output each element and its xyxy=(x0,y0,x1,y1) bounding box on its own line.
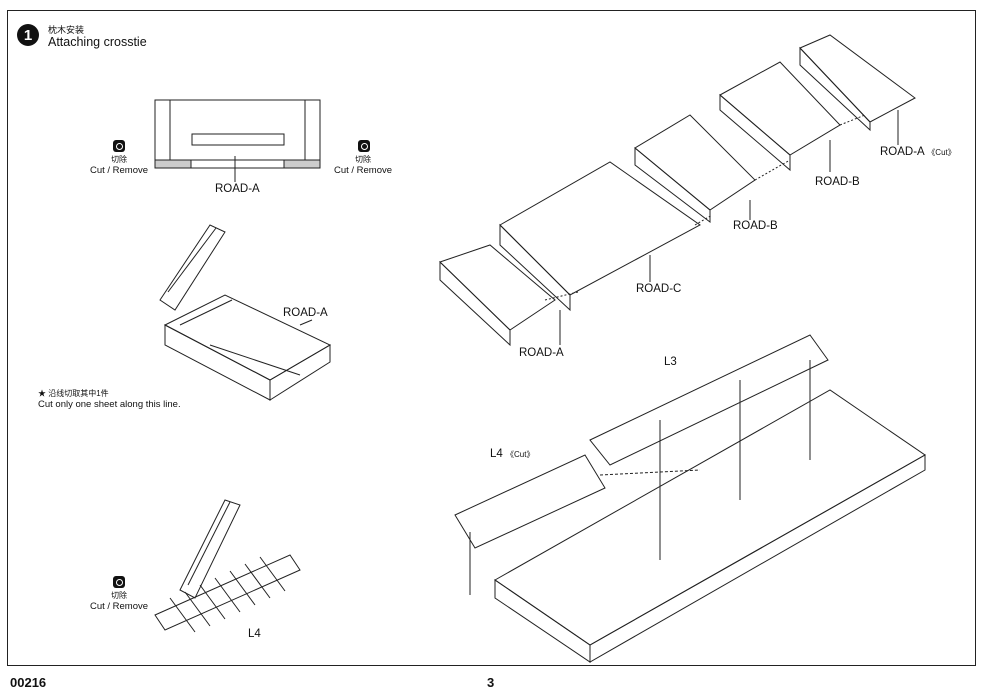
cut-note-right: 切除 Cut / Remove xyxy=(330,154,396,176)
label-road-a-right-cut: 《Cut》 xyxy=(927,148,956,157)
label-l3: L3 xyxy=(664,356,677,368)
cut-note-right-en: Cut / Remove xyxy=(333,165,393,176)
cut-note-right-cn: 切除 xyxy=(355,155,371,164)
sheet-note-en: Cut only one sheet along this line. xyxy=(38,399,181,410)
road-base-assembly xyxy=(454,334,926,663)
cut-note-bottom: 切除 Cut / Remove xyxy=(86,590,152,612)
product-code: 00216 xyxy=(10,675,47,690)
page-number: 3 xyxy=(487,675,495,690)
cut-icon xyxy=(358,140,370,152)
label-l4-cut-note: 《Cut》 xyxy=(506,450,535,459)
label-road-a-top: ROAD-A xyxy=(215,183,260,195)
step-number-badge: 1 xyxy=(17,24,39,46)
sheet-note-cn: ★ 沿线切取其中1件 xyxy=(38,389,109,398)
label-road-c: ROAD-C xyxy=(636,283,682,295)
cut-note-left: 切除 Cut / Remove xyxy=(86,154,152,176)
cut-note-bottom-en: Cut / Remove xyxy=(89,601,149,612)
instruction-frame xyxy=(7,10,976,666)
l4-crosstie-part xyxy=(154,499,301,633)
label-l4-bottom: L4 xyxy=(248,628,261,640)
sheet-note: ★ 沿线切取其中1件 Cut only one sheet along this… xyxy=(38,388,181,410)
cut-note-bottom-cn: 切除 xyxy=(111,591,127,600)
road-a-flat-part xyxy=(154,99,321,182)
label-road-a-lower: ROAD-A xyxy=(519,347,564,359)
label-l4-cut: L4 《Cut》 xyxy=(490,448,534,460)
cut-note-left-cn: 切除 xyxy=(111,155,127,164)
road-a-iso-part xyxy=(159,224,332,401)
label-road-a-mid: ROAD-A xyxy=(283,307,328,319)
cut-note-left-en: Cut / Remove xyxy=(89,165,149,176)
label-road-b-1: ROAD-B xyxy=(815,176,860,188)
label-l4-cut-text: L4 xyxy=(490,448,503,460)
label-road-a-right: ROAD-A 《Cut》 xyxy=(880,146,956,158)
cut-icon xyxy=(113,140,125,152)
step-title: Attaching crosstie xyxy=(48,35,147,49)
label-road-b-2: ROAD-B xyxy=(733,220,778,232)
road-chain xyxy=(439,34,916,347)
cut-icon xyxy=(113,576,125,588)
label-road-a-right-text: ROAD-A xyxy=(880,146,925,158)
step-title-cn: 枕木安装 xyxy=(48,25,85,35)
